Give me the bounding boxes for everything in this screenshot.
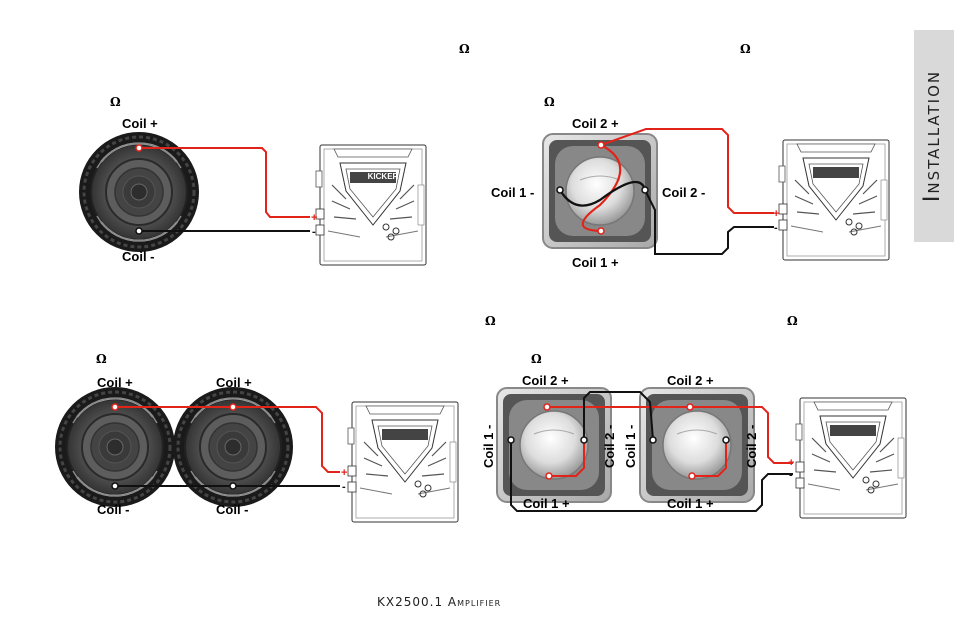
- terminal-plus: +: [311, 212, 317, 224]
- coil1-plus-label-a: Coil 1 +: [523, 496, 570, 511]
- terminal-plus: +: [773, 208, 779, 220]
- ohm-symbol: Ω: [110, 95, 121, 109]
- ohm-symbol: Ω: [459, 42, 470, 56]
- ohm-symbol: Ω: [787, 314, 798, 328]
- ohm-symbol: Ω: [531, 352, 542, 366]
- terminal-minus: -: [312, 226, 316, 238]
- ohm-symbol: Ω: [544, 95, 555, 109]
- diagram-single-dvc-square: [542, 128, 890, 261]
- coil2-minus-label-b: Coil 2 -: [744, 424, 759, 468]
- coil1-minus-label: Coil 1 -: [491, 185, 535, 200]
- coil-minus-label-b: Coil -: [216, 502, 249, 517]
- coil2-minus-label: Coil 2 -: [662, 185, 706, 200]
- coil1-minus-label-a: Coil 1 -: [481, 424, 496, 468]
- ohm-symbol: Ω: [96, 352, 107, 366]
- diagram-single-svc-woofer: KICKER: [77, 130, 427, 266]
- amp-logo: KICKER: [368, 172, 399, 181]
- coil-plus-label: Coil +: [122, 116, 158, 131]
- terminal-plus: +: [788, 457, 794, 469]
- amplifier: [347, 401, 459, 523]
- amplifier: [315, 144, 427, 266]
- coil1-minus-label-b: Coil 1 -: [623, 424, 638, 468]
- woofer-square-a: [496, 387, 612, 503]
- coil-plus-label-b: Coil +: [216, 375, 252, 390]
- terminal-plus: +: [341, 467, 347, 479]
- ohm-symbol: Ω: [485, 314, 496, 328]
- terminal-minus: -: [342, 481, 346, 493]
- terminal-minus: -: [789, 469, 793, 481]
- footer-title: KX2500.1 Amplifier: [377, 595, 502, 609]
- coil1-plus-label-b: Coil 1 +: [667, 496, 714, 511]
- coil2-minus-label-a: Coil 2 -: [602, 424, 617, 468]
- amplifier: [795, 397, 907, 519]
- ohm-symbol: Ω: [740, 42, 751, 56]
- terminal-minus: -: [774, 222, 778, 234]
- coil-minus-label-a: Coil -: [97, 502, 130, 517]
- coil2-plus-label-a: Coil 2 +: [522, 373, 569, 388]
- coil1-plus-label: Coil 1 +: [572, 255, 619, 270]
- woofer-square-b: [639, 387, 755, 503]
- coil2-plus-label-b: Coil 2 +: [667, 373, 714, 388]
- coil-plus-label-a: Coil +: [97, 375, 133, 390]
- amplifier: [778, 139, 890, 261]
- section-tab: Installation: [914, 30, 954, 242]
- diagram-two-svc-woofers: [53, 385, 459, 523]
- coil2-plus-label: Coil 2 +: [572, 116, 619, 131]
- section-tab-label: Installation: [920, 69, 945, 203]
- coil-minus-label: Coil -: [122, 249, 155, 264]
- diagram-two-dvc-square: [496, 387, 907, 519]
